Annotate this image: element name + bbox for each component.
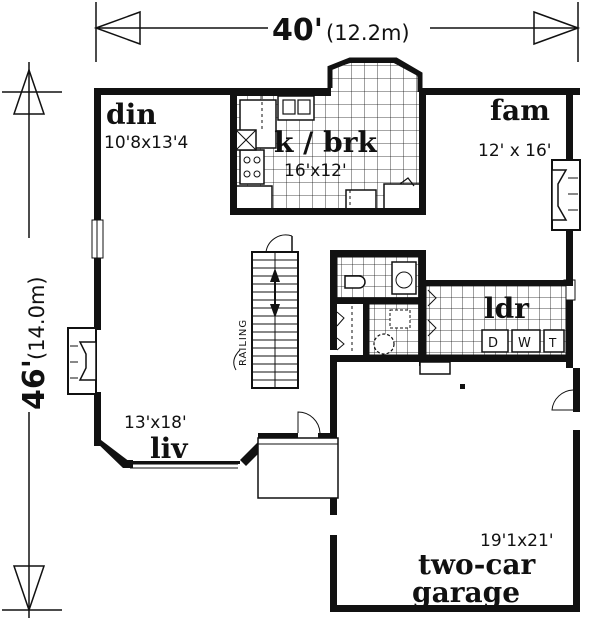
- depth-meters-label: (14.0m): [25, 276, 49, 360]
- laundry-area: D W T: [419, 280, 573, 389]
- family-room-name: fam: [490, 94, 550, 127]
- kitchen-room-size: 16'x12': [284, 161, 347, 181]
- garage-size: 19'1x21': [480, 531, 554, 551]
- doors: [257, 389, 574, 499]
- garage-name-line2: garage: [412, 576, 520, 609]
- tub-label: T: [548, 336, 557, 350]
- living-room-name: liv: [150, 432, 188, 465]
- kitchen-tile-floor: [230, 57, 426, 215]
- laundry-room-name: ldr: [484, 292, 530, 325]
- family-fireplace: [551, 159, 581, 231]
- width-dimension: 40' (12.2m): [93, 2, 581, 62]
- depth-feet-label: 46': [17, 359, 52, 410]
- railing-label: RAILING: [238, 319, 249, 366]
- dryer-label: D: [488, 336, 498, 351]
- width-meters-label: (12.2m): [326, 21, 410, 45]
- width-feet-label: 40': [272, 13, 323, 48]
- dining-room-size: 10'8x13'4: [104, 133, 188, 153]
- living-fireplace: [67, 327, 97, 395]
- kitchen-room-name: k / brk: [274, 126, 377, 159]
- garage-name-line1: two-car: [418, 548, 537, 581]
- interior-walls: [330, 250, 426, 366]
- living-room-size: 13'x18': [124, 413, 187, 433]
- dining-room-name: din: [106, 98, 157, 131]
- depth-dimension: 46' (14.0m): [2, 62, 62, 618]
- family-room-size: 12' x 16': [478, 141, 551, 161]
- room-labels: din 10'8x13'4 k / brk 16'x12' fam 12' x …: [104, 94, 554, 609]
- washer-label: W: [518, 336, 531, 351]
- staircase: RAILING: [233, 234, 299, 389]
